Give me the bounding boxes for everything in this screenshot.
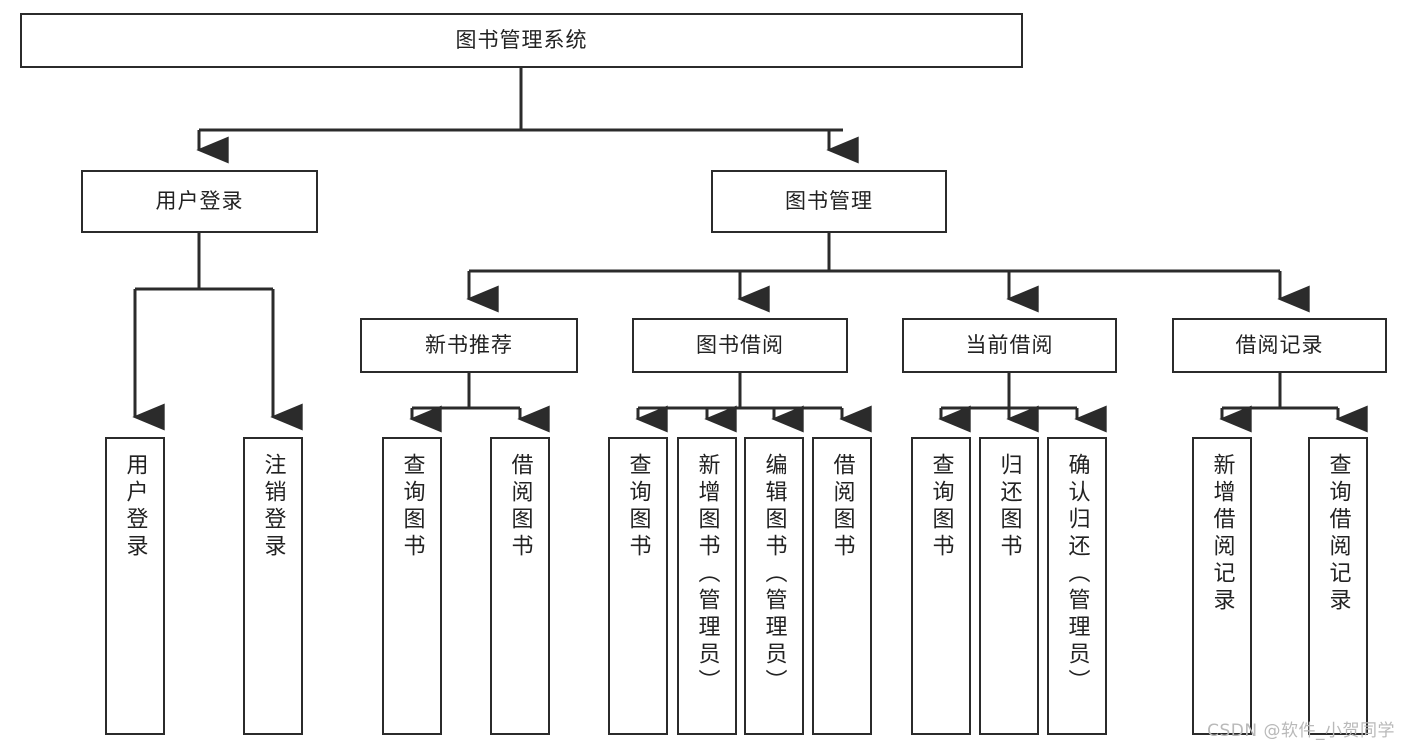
node-leaf-logout[interactable]: 注销登录 — [243, 437, 303, 735]
node-leaf-borrow-book-2[interactable]: 借阅图书 — [812, 437, 872, 735]
node-leaf-add-record[interactable]: 新增借阅记录 — [1192, 437, 1252, 735]
node-borrow-record-label: 借阅记录 — [1235, 333, 1324, 358]
node-book-borrow[interactable]: 图书借阅 — [632, 318, 848, 373]
node-leaf-borrow-book-1[interactable]: 借阅图书 — [490, 437, 550, 735]
node-leaf-user-login-label: 用户登录 — [122, 453, 148, 561]
node-leaf-add-record-label: 新增借阅记录 — [1209, 453, 1235, 615]
csdn-watermark: CSDN @软件_小贺同学 — [1207, 721, 1395, 741]
node-root[interactable]: 图书管理系统 — [20, 13, 1023, 68]
node-book-borrow-label: 图书借阅 — [696, 333, 784, 358]
node-new-book-recommend[interactable]: 新书推荐 — [360, 318, 578, 373]
node-leaf-return-book-label: 归还图书 — [996, 453, 1022, 561]
node-root-label: 图书管理系统 — [455, 28, 588, 53]
node-book-manage[interactable]: 图书管理 — [711, 170, 947, 233]
node-new-book-recommend-label: 新书推荐 — [425, 333, 513, 358]
node-leaf-edit-book[interactable]: 编辑图书（管理员） — [744, 437, 804, 735]
node-user-login[interactable]: 用户登录 — [81, 170, 318, 233]
node-leaf-query-book-3[interactable]: 查询图书 — [911, 437, 971, 735]
node-leaf-borrow-book-1-label: 借阅图书 — [507, 453, 533, 561]
node-leaf-confirm-return[interactable]: 确认归还（管理员） — [1047, 437, 1107, 735]
node-leaf-query-book-1-label: 查询图书 — [399, 453, 425, 561]
node-book-manage-label: 图书管理 — [785, 189, 873, 214]
node-leaf-query-record[interactable]: 查询借阅记录 — [1308, 437, 1368, 735]
node-leaf-query-book-2-label: 查询图书 — [625, 453, 651, 561]
node-leaf-query-book-1[interactable]: 查询图书 — [382, 437, 442, 735]
node-current-borrow[interactable]: 当前借阅 — [902, 318, 1117, 373]
node-user-login-label: 用户登录 — [155, 189, 244, 214]
node-leaf-add-book-label: 新增图书（管理员） — [694, 453, 720, 696]
node-leaf-confirm-return-label: 确认归还（管理员） — [1064, 453, 1090, 696]
node-leaf-return-book[interactable]: 归还图书 — [979, 437, 1039, 735]
node-current-borrow-label: 当前借阅 — [965, 333, 1054, 358]
node-leaf-add-book[interactable]: 新增图书（管理员） — [677, 437, 737, 735]
node-leaf-query-record-label: 查询借阅记录 — [1325, 453, 1351, 615]
node-leaf-edit-book-label: 编辑图书（管理员） — [761, 453, 787, 696]
node-leaf-query-book-3-label: 查询图书 — [928, 453, 954, 561]
node-leaf-logout-label: 注销登录 — [260, 453, 286, 561]
node-leaf-borrow-book-2-label: 借阅图书 — [829, 453, 855, 561]
node-leaf-query-book-2[interactable]: 查询图书 — [608, 437, 668, 735]
node-borrow-record[interactable]: 借阅记录 — [1172, 318, 1387, 373]
node-leaf-user-login[interactable]: 用户登录 — [105, 437, 165, 735]
